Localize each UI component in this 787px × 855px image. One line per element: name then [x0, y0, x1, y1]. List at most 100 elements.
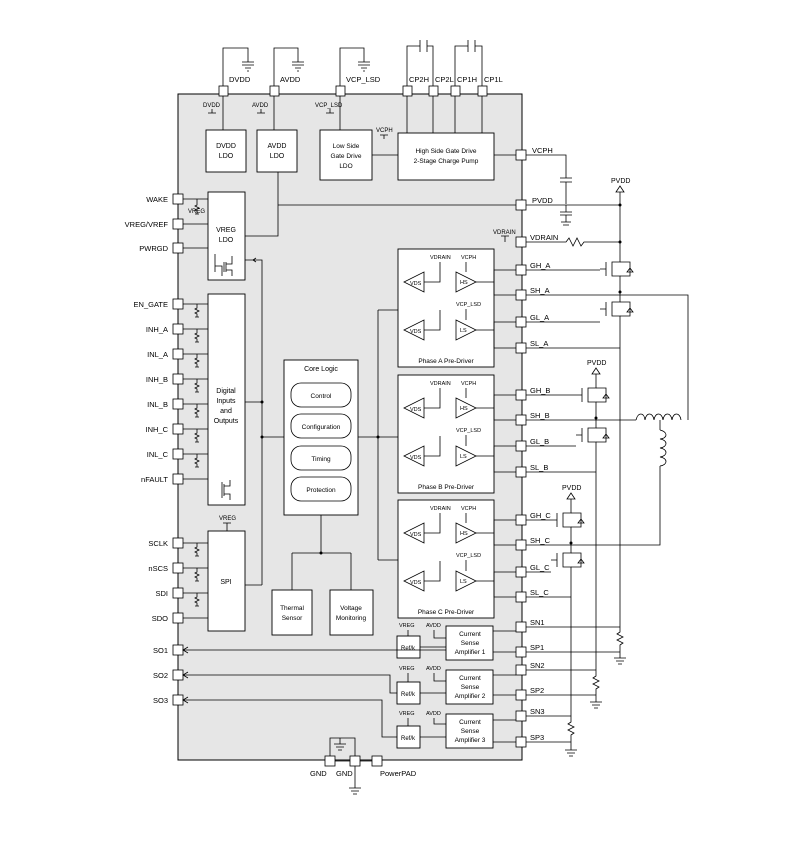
thermal-sensor-block: [271, 589, 313, 636]
phase-b-fets: [576, 380, 610, 472]
svg-text:AVDD: AVDD: [268, 143, 287, 150]
svg-text:VDS: VDS: [410, 532, 422, 538]
svg-text:INL_C: INL_C: [147, 450, 169, 459]
svg-text:Digital: Digital: [216, 388, 236, 395]
svg-text:SDI: SDI: [155, 589, 168, 598]
svg-text:SL_B: SL_B: [530, 463, 548, 472]
svg-text:VDS: VDS: [410, 281, 422, 287]
phase-a-fets: [600, 255, 634, 348]
svg-text:PWRGD: PWRGD: [139, 244, 168, 253]
svg-text:GL_C: GL_C: [530, 563, 550, 572]
svg-text:Voltage: Voltage: [340, 605, 362, 612]
top-pins: DVDD AVDD VCP_LSD CP2H CP2L CP1H CP1L: [218, 40, 503, 97]
svg-text:VCP_LSD: VCP_LSD: [456, 428, 481, 434]
svg-text:GL_A: GL_A: [530, 313, 549, 322]
bottom-pins: GND GND PowerPAD: [310, 737, 417, 795]
phase-right-pins: GH_A SH_A GL_A SL_A GH_B SH_B GL_B SL_B …: [515, 261, 551, 748]
svg-text:nFAULT: nFAULT: [141, 475, 168, 484]
svg-text:Inputs: Inputs: [216, 398, 236, 405]
svg-text:Ref/k: Ref/k: [401, 646, 416, 652]
pin-label-avdd: AVDD: [280, 75, 301, 84]
svg-text:DVDD: DVDD: [216, 143, 236, 150]
svg-text:LS: LS: [460, 579, 467, 585]
svg-text:SL_A: SL_A: [530, 339, 548, 348]
motor-windings: [635, 413, 682, 480]
svg-text:LS: LS: [460, 454, 467, 460]
svg-text:VDS: VDS: [410, 329, 422, 335]
svg-text:Phase B Pre-Driver: Phase B Pre-Driver: [418, 484, 475, 491]
svg-text:SN3: SN3: [530, 707, 545, 716]
svg-text:VREG: VREG: [219, 516, 236, 522]
svg-text:SO1: SO1: [153, 646, 168, 655]
svg-text:VDRAIN: VDRAIN: [430, 506, 451, 512]
svg-text:SN2: SN2: [530, 661, 545, 670]
svg-text:GL_B: GL_B: [530, 437, 549, 446]
svg-text:AVDD: AVDD: [426, 711, 441, 717]
svg-text:HS: HS: [460, 531, 468, 537]
svg-text:High Side Gate Drive: High Side Gate Drive: [415, 148, 476, 155]
svg-text:Monitoring: Monitoring: [336, 615, 367, 622]
svg-text:Outputs: Outputs: [214, 418, 239, 425]
svg-text:Core Logic: Core Logic: [304, 366, 338, 373]
svg-text:SP2: SP2: [530, 686, 544, 695]
svg-text:PVDD: PVDD: [562, 485, 581, 492]
pin-label-cp2h: CP2H: [409, 75, 429, 84]
left-pins: WAKE VREG/VREF PWRGD EN_GATE INH_A INL_A…: [125, 193, 184, 706]
dvdd-ldo-block: [205, 129, 247, 173]
phase-c-predriver: VDRAIN VCPH VDS HS VCP_LSD VDS LS Phase …: [397, 499, 516, 619]
svg-text:VDRAIN: VDRAIN: [530, 233, 558, 242]
svg-text:Amplifier 2: Amplifier 2: [455, 693, 486, 700]
voltage-monitoring-block: [329, 589, 374, 636]
svg-text:GND: GND: [310, 769, 327, 778]
svg-text:LDO: LDO: [270, 153, 285, 160]
pin-label-dvdd: DVDD: [229, 75, 251, 84]
svg-text:nSCS: nSCS: [148, 564, 168, 573]
svg-text:VDRAIN: VDRAIN: [430, 255, 451, 261]
svg-text:Phase C Pre-Driver: Phase C Pre-Driver: [418, 609, 475, 616]
svg-text:Amplifier 1: Amplifier 1: [455, 649, 486, 656]
svg-text:VDRAIN: VDRAIN: [430, 381, 451, 387]
svg-text:VREG: VREG: [399, 711, 415, 717]
svg-text:SH_A: SH_A: [530, 286, 550, 295]
svg-text:Control: Control: [311, 393, 333, 400]
svg-text:SP1: SP1: [530, 643, 544, 652]
svg-text:Low Side: Low Side: [333, 143, 360, 150]
svg-text:VDRAIN: VDRAIN: [493, 230, 516, 236]
svg-text:VDS: VDS: [410, 407, 422, 413]
vreg-ldo-block: [207, 191, 246, 281]
svg-text:INH_B: INH_B: [146, 375, 168, 384]
svg-text:SN1: SN1: [530, 618, 545, 627]
svg-text:Current: Current: [459, 631, 481, 638]
svg-text:Current: Current: [459, 719, 481, 726]
svg-text:VREG: VREG: [188, 209, 205, 215]
spi-block: [207, 530, 246, 632]
svg-text:GND: GND: [336, 769, 353, 778]
svg-text:VCPH: VCPH: [376, 128, 393, 134]
svg-text:GH_A: GH_A: [530, 261, 550, 270]
svg-text:HS: HS: [460, 406, 468, 412]
svg-text:Timing: Timing: [311, 456, 331, 463]
svg-text:LS: LS: [460, 328, 467, 334]
svg-text:Thermal: Thermal: [280, 605, 304, 612]
svg-text:Configuration: Configuration: [302, 424, 341, 431]
hs-gate-drive-block: [397, 132, 495, 181]
svg-text:VCPH: VCPH: [532, 146, 553, 155]
svg-text:Ref/k: Ref/k: [401, 692, 416, 698]
svg-text:Amplifier 3: Amplifier 3: [455, 737, 486, 744]
phase-b-predriver: VDRAIN VCPH VDS HS VCP_LSD VDS LS Phase …: [397, 374, 516, 494]
svg-text:VDS: VDS: [410, 455, 422, 461]
svg-text:Sense: Sense: [461, 640, 480, 647]
svg-text:Phase A Pre-Driver: Phase A Pre-Driver: [418, 358, 474, 365]
svg-text:Ref/k: Ref/k: [401, 736, 416, 742]
svg-text:VREG: VREG: [399, 623, 415, 629]
svg-text:PVDD: PVDD: [532, 196, 553, 205]
svg-text:Sense: Sense: [461, 684, 480, 691]
pin-label-cp1h: CP1H: [457, 75, 477, 84]
svg-text:GH_C: GH_C: [530, 511, 551, 520]
svg-text:VCP_LSD: VCP_LSD: [315, 103, 343, 109]
svg-text:AVDD: AVDD: [426, 666, 441, 672]
svg-text:WAKE: WAKE: [146, 195, 168, 204]
svg-text:Current: Current: [459, 675, 481, 682]
ls-gate-drive-ldo-block: [319, 129, 373, 181]
svg-text:SO2: SO2: [153, 671, 168, 680]
